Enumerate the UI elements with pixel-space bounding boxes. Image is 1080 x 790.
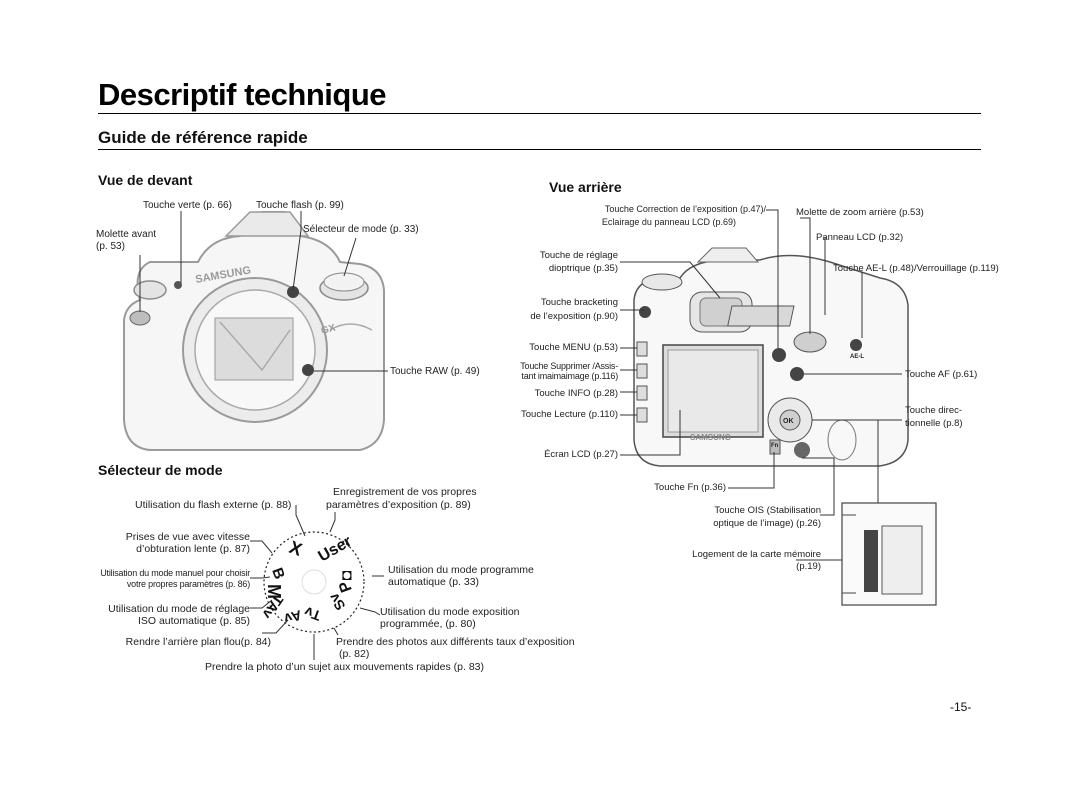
label-info: Touche INFO (p.28) [534,388,618,399]
label-direc-2: tionnelle (p.8) [905,418,963,429]
label-enregistrement-2: paramètres d’exposition (p. 89) [326,499,471,511]
label-ois-2: optique de l’image) (p.26) [713,518,821,529]
label-enregistrement-1: Enregistrement de vos propres [333,486,477,498]
label-panneau-lcd: Panneau LCD (p.32) [816,232,904,243]
label-selecteur-mode: Sélecteur de mode (p. 33) [303,224,419,235]
page-title: Descriptif technique [98,77,387,112]
label-molette-avant-2: (p. 53) [96,241,125,252]
rear-view-heading: Vue arrière [549,179,622,195]
rear-ok-tag: OK [783,418,794,425]
rear-leader-lines [620,209,902,561]
label-supprimer-1: Touche Supprimer /Assis- [520,361,618,371]
label-flash-externe: Utilisation du flash externe (p. 88) [135,499,292,511]
section-title: Guide de référence rapide [98,128,308,147]
label-arriere-plan: Rendre l’arrière plan flou(p. 84) [125,636,271,648]
label-taux-2: (p. 82) [339,648,370,660]
label-prises-vitesse-1: Prises de vue avec vitesse [125,531,250,543]
mode-dial-leaders [250,505,384,660]
label-touche-flash: Touche flash (p. 99) [256,200,344,211]
mode-av: Av [282,607,303,627]
label-bracketing-2: de l’exposition (p.90) [530,311,618,322]
front-camera-illustration: SAMSUNG GX [123,211,385,451]
label-fn: Touche Fn (p.36) [654,482,726,493]
label-ael: Touche AE-L (p.48)/Verrouillage (p.119) [833,263,999,274]
label-supprimer-2: tant imaimaimage (p.116) [521,371,618,381]
label-ecran: Écran LCD (p.27) [544,449,618,460]
page-number: -15- [950,700,972,714]
mode-m: M [264,584,284,599]
mode-auto-camera-icon: ◘ [342,567,352,584]
label-programme-2: automatique (p. 33) [388,576,480,588]
label-lecture: Touche Lecture (p.110) [521,409,618,420]
front-leader-lines [139,211,388,372]
front-camera-model: GX [320,322,337,336]
label-reglage-1: Touche de réglage [539,250,618,261]
mode-dial-heading: Sélecteur de mode [98,462,223,478]
front-view-heading: Vue de devant [98,172,193,188]
label-touche-raw: Touche RAW (p. 49) [390,366,480,377]
mode-dial-illustration [263,531,365,633]
title-rule [98,113,981,114]
label-exposition-2: programmée, (p. 80) [380,618,476,630]
label-af: Touche AF (p.61) [905,369,978,380]
memory-card-slot-detail [841,502,937,606]
rear-ael-tag: AE-L [850,354,864,360]
rear-fn-tag: Fn [771,443,779,449]
label-exposition-1: Utilisation du mode exposition [380,606,520,618]
label-reglage-2: dioptrique (p.35) [548,263,618,274]
label-molette-zoom: Molette de zoom arrière (p.53) [796,207,924,218]
label-bracketing-1: Touche bracketing [540,297,618,308]
label-carte-1: Logement de la carte mémoire [692,549,821,560]
label-correction-2: Eclairage du panneau LCD (p.69) [601,217,736,227]
label-correction-1: Touche Correction de l’exposition (p.47)… [604,204,766,214]
label-manuel-2: votre propres paramètres (p. 86) [126,579,250,589]
label-carte-2: (p.19) [796,561,821,572]
rear-camera-illustration: SAMSUNG OK AE-L Fn [633,247,909,467]
label-direc-1: Touche direc- [905,405,963,416]
mode-tv: Tv [302,604,323,625]
label-taux-1: Prendre des photos aux différents taux d… [336,636,575,648]
label-programme-1: Utilisation du mode programme [388,564,534,576]
section-rule [98,149,981,150]
label-molette-avant-1: Molette avant [96,229,157,240]
label-ois-1: Touche OIS (Stabilisation [714,505,821,516]
label-reglage-iso-1: Utilisation du mode de réglage [108,603,250,615]
label-prises-vitesse-2: d’obturation lente (p. 87) [136,543,250,555]
label-touche-verte: Touche verte (p. 66) [143,200,232,211]
label-manuel-1: Utilisation du mode manuel pour choisir [100,568,250,578]
rear-camera-brand: SAMSUNG [690,433,731,442]
label-rapides: Prendre la photo d’un sujet aux mouvemen… [205,661,484,673]
label-menu: Touche MENU (p.53) [529,342,618,353]
label-reglage-iso-2: ISO automatique (p. 85) [137,615,250,627]
